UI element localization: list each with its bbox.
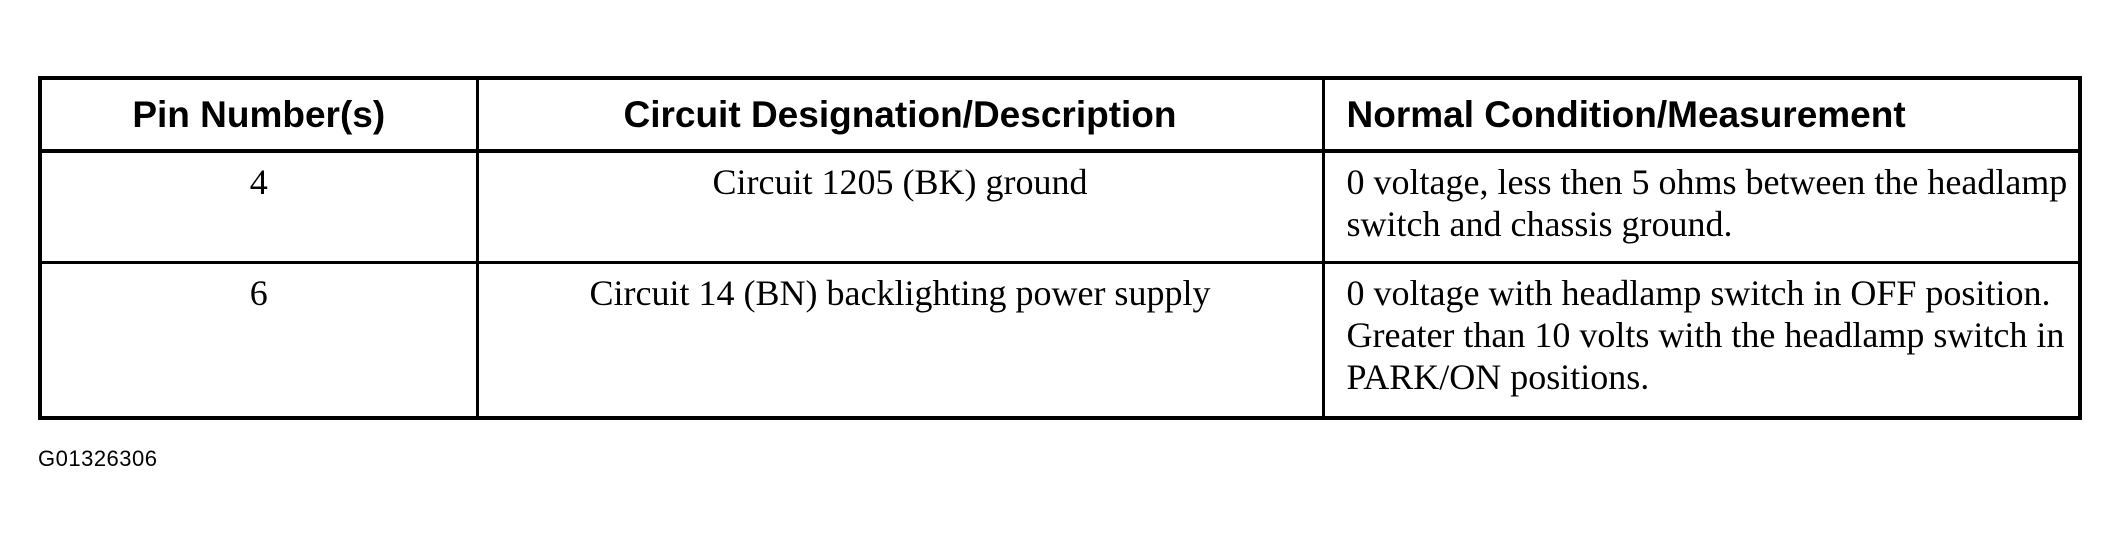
table-row: 6 Circuit 14 (BN) backlighting power sup… bbox=[38, 261, 2082, 420]
header-circuit-description: Circuit Designation/Description bbox=[475, 76, 1325, 153]
circuit-description-cell: Circuit 14 (BN) backlighting power suppl… bbox=[475, 261, 1325, 420]
table-header-row: Pin Number(s) Circuit Designation/Descri… bbox=[38, 76, 2082, 153]
circuit-description-cell: Circuit 1205 (BK) ground bbox=[475, 149, 1325, 264]
header-pin-numbers: Pin Number(s) bbox=[38, 76, 479, 153]
table-row: 4 Circuit 1205 (BK) ground 0 voltage, le… bbox=[38, 149, 2082, 264]
normal-condition-cell: 0 voltage, less then 5 ohms between the … bbox=[1321, 149, 2082, 264]
pin-number-cell: 6 bbox=[38, 261, 479, 420]
pin-table: Pin Number(s) Circuit Designation/Descri… bbox=[38, 76, 2082, 420]
pin-number-cell: 4 bbox=[38, 149, 479, 264]
normal-condition-cell: 0 voltage with headlamp switch in OFF po… bbox=[1321, 261, 2082, 420]
figure-id: G01326306 bbox=[38, 446, 158, 471]
pin-table-container: Pin Number(s) Circuit Designation/Descri… bbox=[38, 76, 2082, 420]
header-normal-condition: Normal Condition/Measurement bbox=[1321, 76, 2082, 153]
